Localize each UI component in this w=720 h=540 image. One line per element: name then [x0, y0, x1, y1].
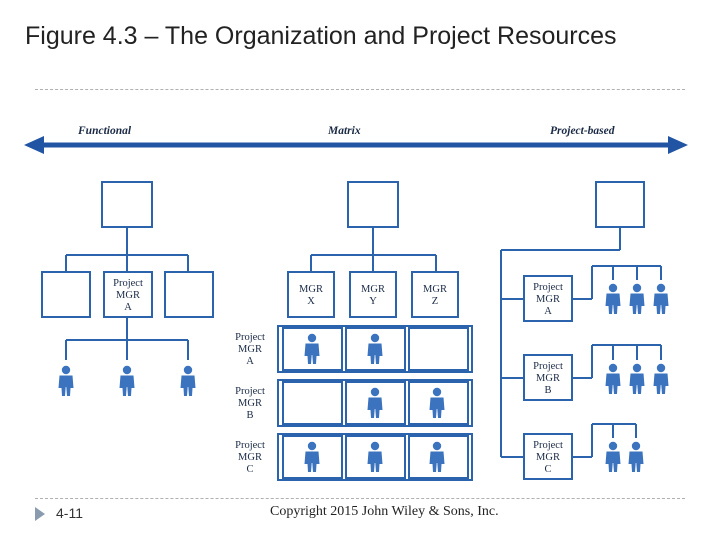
matrix-row-b-line2: MGR: [238, 398, 262, 409]
person-icon: [58, 365, 74, 396]
slide-number: 4-11: [56, 505, 83, 521]
matrix-row-b-line3: B: [246, 410, 253, 421]
title-divider: [35, 89, 685, 90]
person-icon: [304, 333, 320, 364]
matrix-row-c-line3: C: [246, 464, 253, 475]
slide-title: Figure 4.3 – The Organization and Projec…: [25, 22, 617, 50]
matrix-row-c-line2: MGR: [238, 452, 262, 463]
functional-mgr-label-line2: MGR: [116, 290, 140, 301]
project-mgr-b-line2: MGR: [536, 373, 560, 384]
person-icon: [304, 441, 320, 472]
matrix-row-a-line3: A: [246, 356, 254, 367]
footer-divider: [35, 498, 685, 499]
matrix-col-x-line2: X: [307, 296, 315, 307]
matrix-col-y-line1: MGR: [361, 284, 385, 295]
functional-mgr-label-line1: Project: [113, 278, 143, 289]
person-icon: [367, 441, 383, 472]
triangle-bullet-icon: [35, 507, 45, 521]
matrix-col-y-line2: Y: [369, 296, 377, 307]
spectrum-label-functional: Functional: [77, 125, 132, 137]
project-mgr-a-line2: MGR: [536, 294, 560, 305]
spectrum-arrow: [24, 136, 688, 154]
project-mgr-c-line3: C: [544, 464, 551, 475]
matrix-row-c-line1: Project: [235, 440, 265, 451]
person-icon: [119, 365, 135, 396]
person-icon: [605, 283, 621, 314]
person-icon: [605, 441, 621, 472]
person-icon: [628, 441, 644, 472]
matrix-row-a-line1: Project: [235, 332, 265, 343]
person-icon: [367, 387, 383, 418]
spectrum-label-project-based: Project-based: [550, 125, 615, 137]
person-icon: [180, 365, 196, 396]
copyright-notice: Copyright 2015 John Wiley & Sons, Inc.: [270, 504, 499, 519]
matrix-col-x-line1: MGR: [299, 284, 323, 295]
connector-lines: [41, 181, 662, 481]
matrix-col-z-line2: Z: [432, 296, 438, 307]
matrix-col-z-line1: MGR: [423, 284, 447, 295]
person-icon: [429, 441, 445, 472]
person-icon: [653, 363, 669, 394]
project-mgr-a-line3: A: [544, 306, 552, 317]
person-icon: [629, 283, 645, 314]
project-mgr-c-line1: Project: [533, 440, 563, 451]
matrix-row-a-line2: MGR: [238, 344, 262, 355]
project-mgr-c-line2: MGR: [536, 452, 560, 463]
person-icon: [429, 387, 445, 418]
project-mgr-b-line1: Project: [533, 361, 563, 372]
matrix-row-b-line1: Project: [235, 386, 265, 397]
project-mgr-a-line1: Project: [533, 282, 563, 293]
person-icon: [629, 363, 645, 394]
person-icon: [653, 283, 669, 314]
person-icon: [605, 363, 621, 394]
spectrum-label-matrix: Matrix: [327, 125, 361, 137]
project-mgr-b-line3: B: [544, 385, 551, 396]
person-icon: [367, 333, 383, 364]
functional-mgr-label-line3: A: [124, 302, 132, 313]
